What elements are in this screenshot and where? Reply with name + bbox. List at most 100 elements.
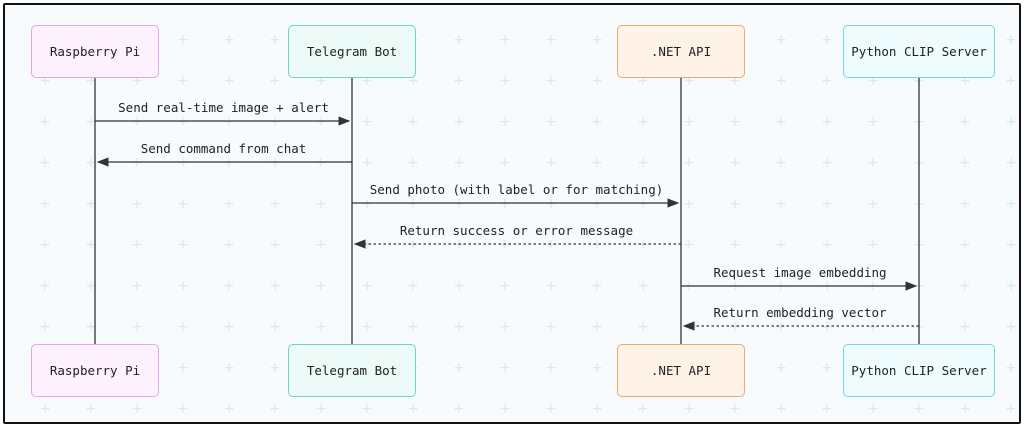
grid-plus-mark: + <box>269 155 281 171</box>
grid-plus-mark: + <box>1005 237 1017 253</box>
grid-plus-mark: + <box>499 114 511 130</box>
grid-plus-mark: + <box>867 237 879 253</box>
grid-plus-mark: + <box>269 196 281 212</box>
message-label-6: Return embedding vector <box>713 305 887 320</box>
grid-plus-mark: + <box>223 360 235 376</box>
grid-plus-mark: + <box>177 319 189 335</box>
lifelines <box>94 78 920 344</box>
grid-plus-mark: + <box>361 319 373 335</box>
grid-plus-mark: + <box>545 196 557 212</box>
grid-plus-mark: + <box>315 237 327 253</box>
grid-plus-mark: + <box>775 155 787 171</box>
grid-plus-mark: + <box>131 155 143 171</box>
grid-plus-mark: + <box>1005 73 1017 89</box>
grid-plus-mark: + <box>453 401 465 417</box>
grid-plus-mark: + <box>39 278 51 294</box>
grid-plus-mark: + <box>729 237 741 253</box>
grid-plus-mark: + <box>269 401 281 417</box>
participant-label: Python CLIP Server <box>851 363 987 378</box>
top-participant-clip: Python CLIP Server <box>843 25 995 78</box>
grid-plus-mark: + <box>453 237 465 253</box>
grid-plus-mark: + <box>729 196 741 212</box>
grid-plus-mark: + <box>177 155 189 171</box>
grid-plus-mark: + <box>85 114 97 130</box>
grid-plus-mark: + <box>223 73 235 89</box>
grid-plus-mark: + <box>821 360 833 376</box>
grid-plus-mark: + <box>85 196 97 212</box>
grid-plus-mark: + <box>591 32 603 48</box>
sequence-diagram: + + + + + + + + + + + + + + + + + + + + + + + + + + + + + + + + + + + + + + + +… <box>3 3 1021 424</box>
grid-plus-mark: + <box>269 278 281 294</box>
participant-label: Raspberry Pi <box>49 44 141 59</box>
grid-plus-mark: + <box>177 278 189 294</box>
message-label-5: Request image embedding <box>713 265 886 280</box>
grid-plus-mark: + <box>85 401 97 417</box>
grid-plus-mark: + <box>591 401 603 417</box>
grid-plus-mark: + <box>499 73 511 89</box>
grid-plus-mark: + <box>959 155 971 171</box>
message-label-2: Send command from chat <box>141 141 307 156</box>
grid-plus-mark: + <box>315 155 327 171</box>
grid-plus-mark: + <box>39 401 51 417</box>
bottom-participant-pi: Raspberry Pi <box>31 344 159 397</box>
grid-plus-mark: + <box>821 114 833 130</box>
grid-plus-mark: + <box>499 278 511 294</box>
grid-plus-mark: + <box>775 401 787 417</box>
grid-plus-mark: + <box>775 73 787 89</box>
grid-plus-mark: + <box>683 114 695 130</box>
grid-plus-mark: + <box>407 196 419 212</box>
grid-plus-mark: + <box>821 401 833 417</box>
grid-plus-mark: + <box>1005 401 1017 417</box>
grid-plus-mark: + <box>131 73 143 89</box>
grid-plus-mark: + <box>867 319 879 335</box>
grid-plus-mark: + <box>223 278 235 294</box>
grid-plus-mark: + <box>637 278 649 294</box>
grid-plus-mark: + <box>131 319 143 335</box>
grid-plus-mark: + <box>453 32 465 48</box>
grid-plus-mark: + <box>361 114 373 130</box>
grid-plus-mark: + <box>315 401 327 417</box>
grid-plus-mark: + <box>545 278 557 294</box>
grid-plus-mark: + <box>177 360 189 376</box>
grid-plus-mark: + <box>1005 155 1017 171</box>
grid-plus-mark: + <box>867 196 879 212</box>
grid-plus-mark: + <box>361 73 373 89</box>
grid-plus-mark: + <box>775 196 787 212</box>
grid-plus-mark: + <box>637 73 649 89</box>
grid-plus-mark: + <box>407 155 419 171</box>
grid-plus-mark: + <box>683 319 695 335</box>
grid-plus-mark: + <box>821 319 833 335</box>
grid-plus-mark: + <box>591 114 603 130</box>
grid-plus-mark: + <box>545 319 557 335</box>
participant-label: Telegram Bot <box>306 363 398 378</box>
grid-plus-mark: + <box>407 114 419 130</box>
grid-plus-mark: + <box>39 237 51 253</box>
grid-plus-mark: + <box>177 32 189 48</box>
bottom-participant-clip: Python CLIP Server <box>843 344 995 397</box>
grid-plus-mark: + <box>959 237 971 253</box>
grid-plus-mark: + <box>775 114 787 130</box>
grid-plus-mark: + <box>821 73 833 89</box>
grid-plus-mark: + <box>177 114 189 130</box>
grid-plus-mark: + <box>867 114 879 130</box>
grid-plus-mark: + <box>545 401 557 417</box>
grid-plus-mark: + <box>821 32 833 48</box>
grid-plus-mark: + <box>223 32 235 48</box>
grid-plus-mark: + <box>407 319 419 335</box>
grid-plus-mark: + <box>223 401 235 417</box>
grid-plus-mark: + <box>407 278 419 294</box>
grid-plus-mark: + <box>85 237 97 253</box>
participant-label: .NET API <box>650 363 712 378</box>
grid-plus-mark: + <box>453 319 465 335</box>
grid-plus-mark: + <box>913 401 925 417</box>
grid-plus-mark: + <box>959 278 971 294</box>
grid-plus-mark: + <box>637 196 649 212</box>
grid-plus-mark: + <box>453 196 465 212</box>
grid-plus-mark: + <box>959 319 971 335</box>
grid-plus-mark: + <box>499 319 511 335</box>
grid-plus-mark: + <box>729 401 741 417</box>
grid-plus-mark: + <box>223 237 235 253</box>
grid-plus-mark: + <box>499 155 511 171</box>
grid-plus-mark: + <box>315 114 327 130</box>
